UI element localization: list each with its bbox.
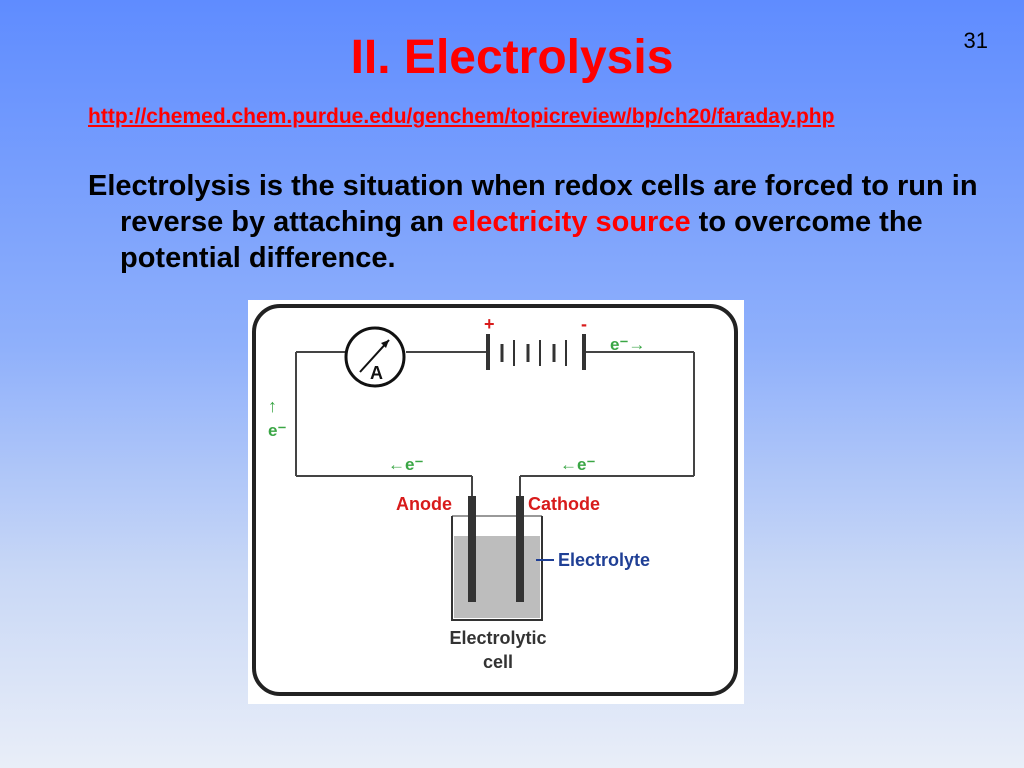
battery-minus-label: - xyxy=(581,314,587,334)
body-highlight: electricity source xyxy=(452,206,691,238)
electrolyte-label: Electrolyte xyxy=(558,550,650,570)
body-text-part2: to overcome the potential difference. xyxy=(120,206,923,274)
body-text-part1: Electrolysis is the situation when redox… xyxy=(88,170,978,238)
diagram-frame xyxy=(252,304,738,696)
electron-flow-cathode-side: ←e⁻ xyxy=(560,455,595,474)
electron-flow-anode-side: ←e⁻ xyxy=(388,455,423,474)
slide-number: 31 xyxy=(963,28,988,53)
cathode-electrode xyxy=(516,496,524,602)
page-title: II. Electrolysis xyxy=(350,31,674,84)
battery-plus-label: + xyxy=(484,314,495,334)
electron-flow-left-symbol: e⁻ xyxy=(268,421,286,440)
electrolysis-diagram: A + - e⁻→ ↑ e⁻ ←e⁻ ←e⁻ Anode Cathode xyxy=(248,300,744,704)
electron-flow-top: e⁻→ xyxy=(610,335,645,354)
cell-label-line2: cell xyxy=(483,652,513,672)
body-paragraph: Electrolysis is the situation when redox… xyxy=(88,168,985,276)
reference-link[interactable]: http://chemed.chem.purdue.edu/genchem/to… xyxy=(88,105,835,128)
cathode-label: Cathode xyxy=(528,494,600,514)
ammeter-label: A xyxy=(370,363,383,383)
circuit-diagram-svg: A + - e⁻→ ↑ e⁻ ←e⁻ ←e⁻ Anode Cathode xyxy=(252,304,738,696)
circuit-wires xyxy=(295,351,695,496)
cell-label-line1: Electrolytic xyxy=(449,628,546,648)
battery-icon xyxy=(486,334,586,370)
anode-label: Anode xyxy=(396,494,452,514)
beaker-icon xyxy=(451,516,543,621)
electrolyte-liquid xyxy=(454,536,540,618)
anode-electrode xyxy=(468,496,476,602)
electron-flow-left-arrow: ↑ xyxy=(268,396,277,416)
